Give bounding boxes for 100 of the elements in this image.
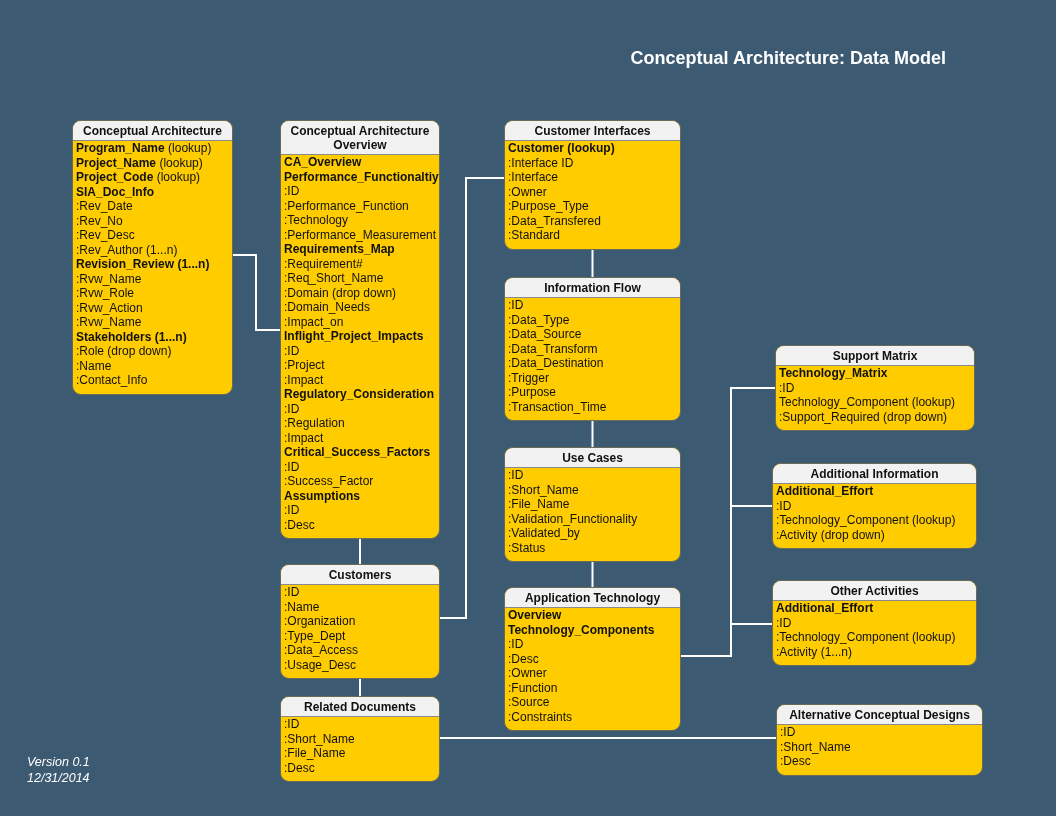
table-header: Customer Interfaces — [505, 121, 680, 141]
field-name: :Rev_Author (1...n) — [75, 242, 179, 257]
version-note: 12/31/2014 — [27, 771, 90, 785]
field-name: :Regulation — [283, 416, 346, 431]
table-header: Conceptual Architecture Overview — [281, 121, 439, 155]
field-name: Customer (lookup) — [507, 141, 616, 156]
connector-line — [591, 249, 594, 278]
entity-table — [504, 120, 681, 250]
field-name: :Validation_Functionality — [507, 511, 639, 526]
field-name: :Technology_Component (lookup) — [775, 513, 957, 528]
field-name: Requirements_Map — [283, 242, 396, 257]
field-name: :Desc — [779, 754, 812, 769]
table-header: Support Matrix — [776, 346, 974, 366]
field-name: :Name — [75, 358, 113, 373]
field-name: :Impact_on — [283, 314, 345, 329]
field-name: :Source — [507, 695, 551, 710]
field-name: :Short_Name — [779, 739, 852, 754]
field-name: :Technology — [283, 213, 350, 228]
field-name: :File_Name — [283, 746, 347, 761]
field-name: :Organization — [283, 614, 357, 629]
field-name: :Validated_by — [507, 526, 581, 541]
connector-line — [591, 561, 594, 588]
field-name: :Impact — [283, 430, 325, 445]
field-name: :Usage_Desc — [283, 657, 358, 672]
field-name: :Rvw_Name — [75, 271, 143, 286]
field-name: CA_Overview — [283, 155, 363, 170]
field-name: Revision_Review (1...n) — [75, 257, 211, 272]
field-name: :Interface ID — [507, 155, 575, 170]
field-name: :Purpose_Type — [507, 199, 590, 214]
field-name: :ID — [283, 184, 301, 199]
field-name: Overview — [507, 608, 563, 623]
field-name: Project_Code (lookup) — [75, 170, 202, 185]
connector-line — [680, 623, 773, 657]
field-name: :Desc — [507, 651, 540, 666]
field-name: :Data_Transform — [507, 341, 599, 356]
field-name: Critical_Success_Factors — [283, 445, 432, 460]
field-name: :Rev_Desc — [75, 228, 136, 243]
entity-table — [72, 120, 233, 395]
field-name: :Name — [283, 599, 321, 614]
field-name: :Owner — [507, 184, 548, 199]
table-header: Use Cases — [505, 448, 680, 468]
table-header: Conceptual Architecture — [73, 121, 232, 141]
field-name: Technology_Components — [507, 622, 656, 637]
field-name: :Project — [283, 358, 326, 373]
field-name: :Data_Transfered — [507, 213, 602, 228]
entity-table — [504, 277, 681, 421]
connector-line — [359, 678, 361, 697]
field-name: :ID — [283, 717, 301, 732]
connector-line — [232, 254, 281, 331]
entity-table — [504, 447, 681, 562]
entity-table — [775, 345, 975, 431]
field-name: :ID — [775, 615, 793, 630]
field-name: :Domain (drop down) — [283, 285, 398, 300]
field-name: Project_Name (lookup) — [75, 155, 204, 170]
entity-table — [776, 704, 983, 776]
table-header: Other Activities — [773, 581, 976, 601]
field-name: Stakeholders (1...n) — [75, 329, 188, 344]
field-name: Technology_Component (lookup) — [778, 395, 957, 410]
field-name: :ID — [507, 468, 525, 483]
field-name: :File_Name — [507, 497, 571, 512]
field-name: :Status — [507, 540, 547, 555]
entity-table — [280, 696, 440, 782]
field-name: Inflight_Project_Impacts — [283, 329, 425, 344]
field-name: Technology_Matrix — [778, 366, 889, 381]
table-header: Information Flow — [505, 278, 680, 298]
connector-line — [359, 538, 361, 565]
field-name: :Rvw_Action — [75, 300, 144, 315]
field-name: :ID — [778, 380, 796, 395]
entity-table — [772, 580, 977, 666]
table-header: Related Documents — [281, 697, 439, 717]
field-name: :Domain_Needs — [283, 300, 372, 315]
field-name: :Req_Short_Name — [283, 271, 385, 286]
field-name: :Purpose — [507, 385, 558, 400]
field-name: :Rvw_Role — [75, 286, 136, 301]
field-name: :Support_Required (drop down) — [778, 409, 949, 424]
field-name: :ID — [283, 503, 301, 518]
field-name: :Data_Access — [283, 643, 360, 658]
field-name: Assumptions — [283, 488, 361, 503]
field-name: :Requirement# — [283, 256, 364, 271]
field-name: Performance_Functionaltiy — [283, 169, 439, 184]
field-name: :Transaction_Time — [507, 399, 608, 414]
field-name: :Function — [507, 680, 559, 695]
field-name: :Rvw_Name — [75, 315, 143, 330]
connector-line — [591, 420, 594, 448]
field-name: :Rev_No — [75, 213, 124, 228]
field-name: :Activity (1...n) — [775, 644, 853, 659]
table-header: Application Technology — [505, 588, 680, 608]
field-name: :Performance_Measurement — [283, 227, 438, 242]
field-name: :ID — [283, 585, 301, 600]
connector-line — [439, 177, 505, 619]
entity-table — [772, 463, 977, 549]
field-name: :Data_Type — [507, 312, 571, 327]
field-name: :Data_Source — [507, 327, 583, 342]
field-name: :Short_Name — [507, 482, 580, 497]
field-name: :Activity (drop down) — [775, 527, 886, 542]
field-name: :ID — [507, 637, 525, 652]
field-name: :Success_Factor — [283, 474, 375, 489]
field-name: :Desc — [283, 760, 316, 775]
field-name: :Trigger — [507, 370, 550, 385]
field-name: :Role (drop down) — [75, 344, 173, 359]
